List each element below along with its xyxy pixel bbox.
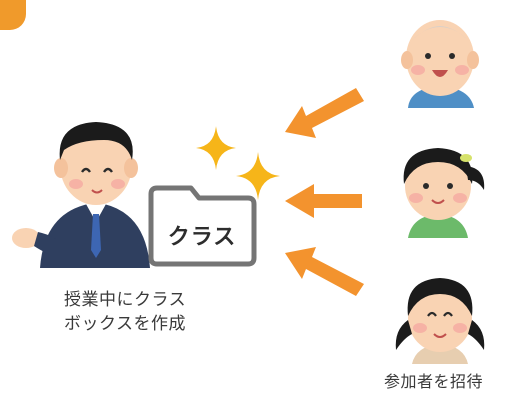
participant-avatar: [401, 20, 479, 108]
arrow-icon: [285, 88, 364, 296]
folder-label: クラス: [167, 225, 237, 250]
teacher-illustration: [12, 122, 150, 268]
teacher-caption: 授業中にクラス ボックスを作成: [64, 288, 186, 336]
invite-caption: 参加者を招待: [384, 372, 484, 391]
sparkle-icon: [196, 126, 280, 200]
participant-avatar: [395, 278, 485, 364]
participant-avatar: [403, 148, 485, 238]
teacher-caption-line: ボックスを作成: [64, 314, 186, 334]
class-folder-icon: [148, 185, 257, 267]
teacher-caption-line: 授業中にクラス: [64, 290, 187, 310]
